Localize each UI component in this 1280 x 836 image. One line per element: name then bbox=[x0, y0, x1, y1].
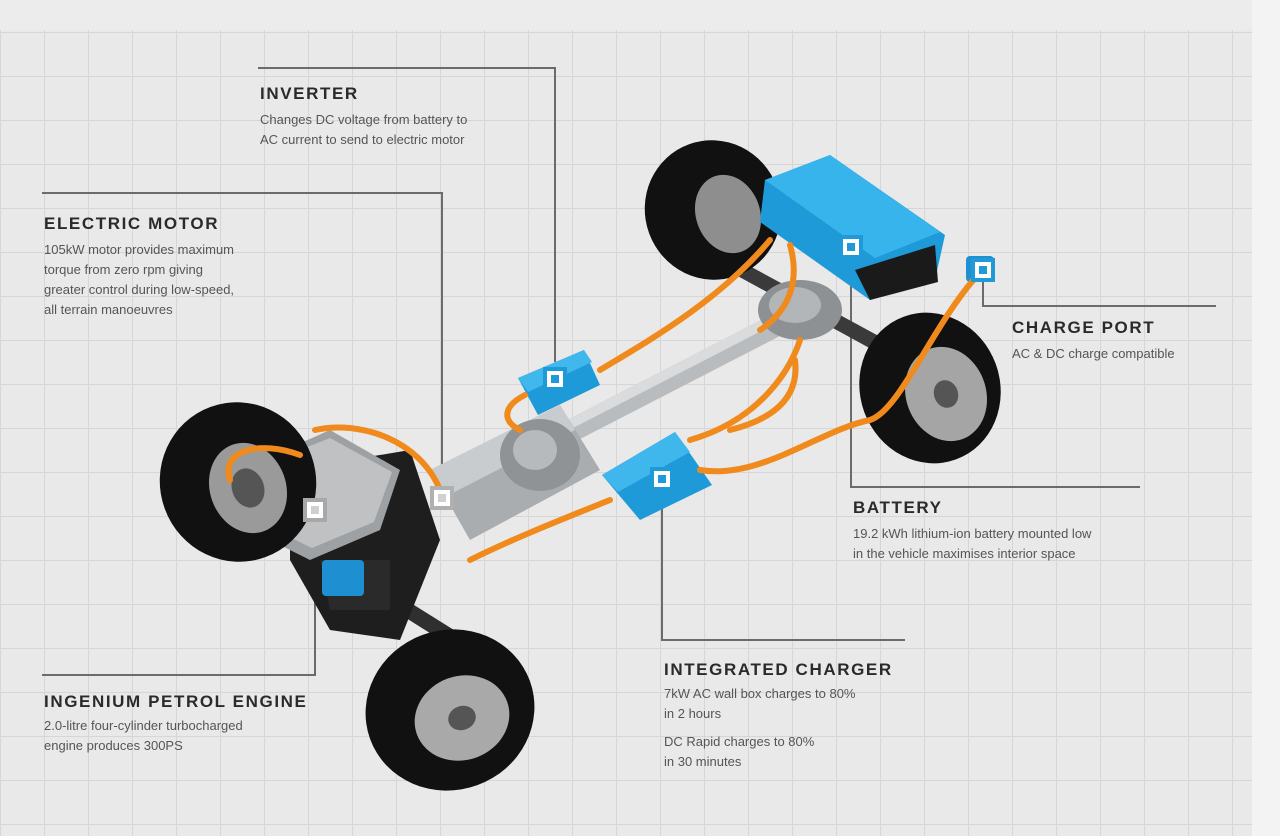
description-line: AC & DC charge compatible bbox=[1012, 346, 1175, 361]
description-line: all terrain manoeuvres bbox=[44, 302, 173, 317]
wheel-rear-left bbox=[644, 140, 782, 280]
description-line: 7kW AC wall box charges to 80% bbox=[664, 686, 856, 701]
hv-cables bbox=[225, 237, 978, 563]
cable-battery-to-inverter bbox=[597, 237, 773, 373]
cable-engine-loop bbox=[312, 424, 443, 493]
description-line: in the vehicle maximises interior space bbox=[853, 546, 1076, 561]
wheel-front-right bbox=[365, 629, 535, 791]
description-line: in 30 minutes bbox=[664, 754, 742, 769]
leader-line-electric-motor bbox=[42, 192, 443, 490]
label-inverter: INVERTER Changes DC voltage from battery… bbox=[260, 84, 467, 150]
leader-lines bbox=[42, 67, 1216, 676]
cable-charger-to-battery bbox=[687, 337, 803, 443]
cable-inverter-to-gearbox bbox=[504, 392, 528, 433]
label-description: 105kW motor provides maximum torque from… bbox=[44, 240, 234, 320]
description-line: Changes DC voltage from battery to bbox=[260, 112, 468, 127]
cable-charger-loop bbox=[697, 275, 978, 475]
label-description: 7kW AC wall box charges to 80% in 2 hour… bbox=[664, 684, 893, 724]
leader-line-charge-port bbox=[982, 280, 1216, 307]
marker-inverter bbox=[543, 367, 567, 391]
label-title: INGENIUM PETROL ENGINE bbox=[44, 692, 308, 711]
battery-pack bbox=[760, 155, 945, 300]
cable-engine-left bbox=[225, 445, 303, 483]
marker-electric-motor bbox=[430, 486, 454, 510]
wheel-rear-right bbox=[859, 312, 1001, 464]
label-integrated-charger: INTEGRATED CHARGER 7kW AC wall box charg… bbox=[664, 660, 893, 772]
label-title: INTEGRATED CHARGER bbox=[664, 660, 893, 679]
label-description: Changes DC voltage from battery to AC cu… bbox=[260, 110, 467, 150]
cable-charger-to-front bbox=[467, 497, 613, 563]
label-title: BATTERY bbox=[853, 498, 943, 517]
cable-side-loop bbox=[727, 357, 799, 433]
description-line: DC Rapid charges to 80% bbox=[664, 734, 815, 749]
marker-charger bbox=[650, 467, 674, 491]
description-line: 105kW motor provides maximum bbox=[44, 242, 234, 257]
label-title: INVERTER bbox=[260, 84, 359, 103]
description-line: AC current to send to electric motor bbox=[260, 132, 465, 147]
label-title: CHARGE PORT bbox=[1012, 318, 1156, 337]
label-description: 19.2 kWh lithium-ion battery mounted low… bbox=[853, 524, 1091, 564]
description-line: in 2 hours bbox=[664, 706, 722, 721]
description-line: torque from zero rpm giving bbox=[44, 262, 203, 277]
cable-battery-to-rear bbox=[757, 242, 797, 333]
label-electric-motor: ELECTRIC MOTOR 105kW motor provides maxi… bbox=[44, 214, 234, 320]
marker-engine bbox=[303, 498, 327, 522]
marker-charge-port bbox=[971, 258, 995, 282]
description-line: engine produces 300PS bbox=[44, 738, 183, 753]
label-charge-port: CHARGE PORT AC & DC charge compatible bbox=[1012, 318, 1175, 364]
label-engine: INGENIUM PETROL ENGINE 2.0-litre four-cy… bbox=[44, 692, 307, 756]
leader-line-inverter bbox=[258, 67, 556, 362]
wheel-front-left bbox=[159, 402, 317, 562]
marker-battery bbox=[839, 235, 863, 259]
description-line: 2.0-litre four-cylinder turbocharged bbox=[44, 718, 243, 733]
top-border bbox=[0, 0, 1280, 30]
callout-markers bbox=[303, 235, 995, 522]
description-line: 19.2 kWh lithium-ion battery mounted low bbox=[853, 526, 1092, 541]
leader-line-integrated-charger bbox=[661, 490, 905, 641]
label-description-secondary: DC Rapid charges to 80% in 30 minutes bbox=[664, 732, 893, 772]
label-battery: BATTERY 19.2 kWh lithium-ion battery mou… bbox=[853, 498, 1091, 564]
label-description: 2.0-litre four-cylinder turbocharged eng… bbox=[44, 716, 307, 756]
label-title: ELECTRIC MOTOR bbox=[44, 214, 220, 233]
description-line: greater control during low-speed, bbox=[44, 282, 235, 297]
gearbox bbox=[430, 405, 600, 540]
label-description: AC & DC charge compatible bbox=[1012, 344, 1175, 364]
right-border bbox=[1252, 0, 1280, 836]
